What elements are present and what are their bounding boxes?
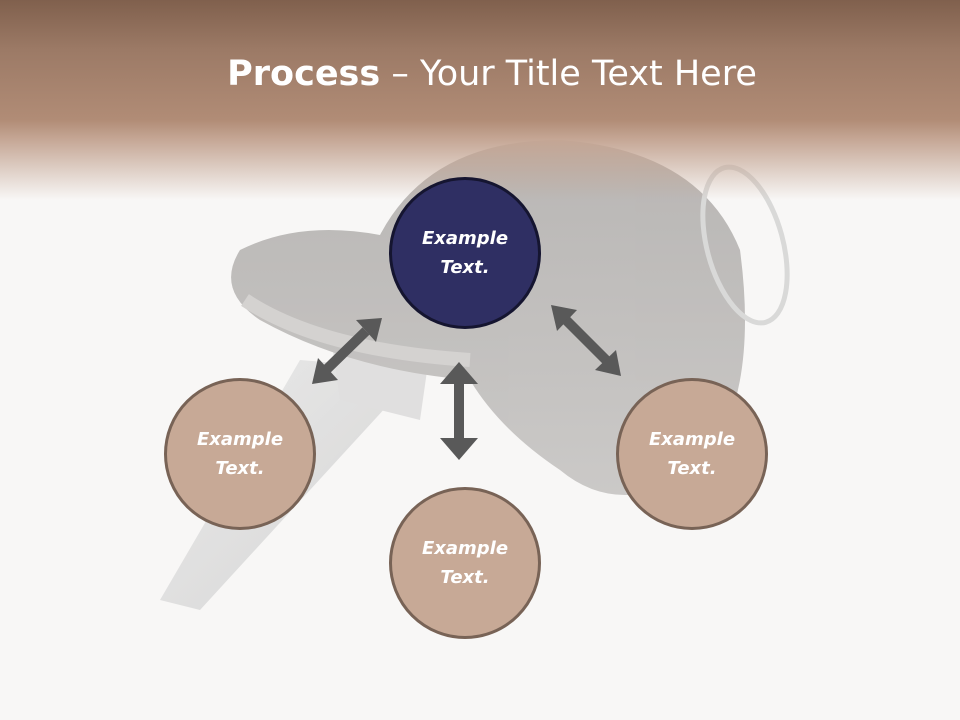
slide-title: Process – Your Title Text Here [0,52,960,96]
node-right-text: Example Text. [632,425,752,483]
node-left[interactable]: Example Text. [164,378,316,530]
title-bold: Process [227,54,381,94]
node-bottom-text: Example Text. [405,534,525,592]
node-left-line1: Example [196,429,284,450]
title-rest: – Your Title Text Here [380,54,757,94]
node-top-line1: Example [421,228,509,249]
node-bottom-line2: Text. [440,567,490,588]
node-bottom-line1: Example [421,538,509,559]
node-right-line2: Text. [667,458,717,479]
node-top-line2: Text. [440,257,490,278]
title-band [0,0,960,200]
node-bottom[interactable]: Example Text. [389,487,541,639]
node-top[interactable]: Example Text. [389,177,541,329]
double-arrow-top-right [551,305,621,376]
double-arrow-top-left [312,318,382,384]
node-left-line2: Text. [215,458,265,479]
node-left-text: Example Text. [180,425,300,483]
double-arrow-vertical [440,362,478,460]
node-right-line1: Example [648,429,736,450]
node-right[interactable]: Example Text. [616,378,768,530]
node-top-text: Example Text. [405,224,525,282]
